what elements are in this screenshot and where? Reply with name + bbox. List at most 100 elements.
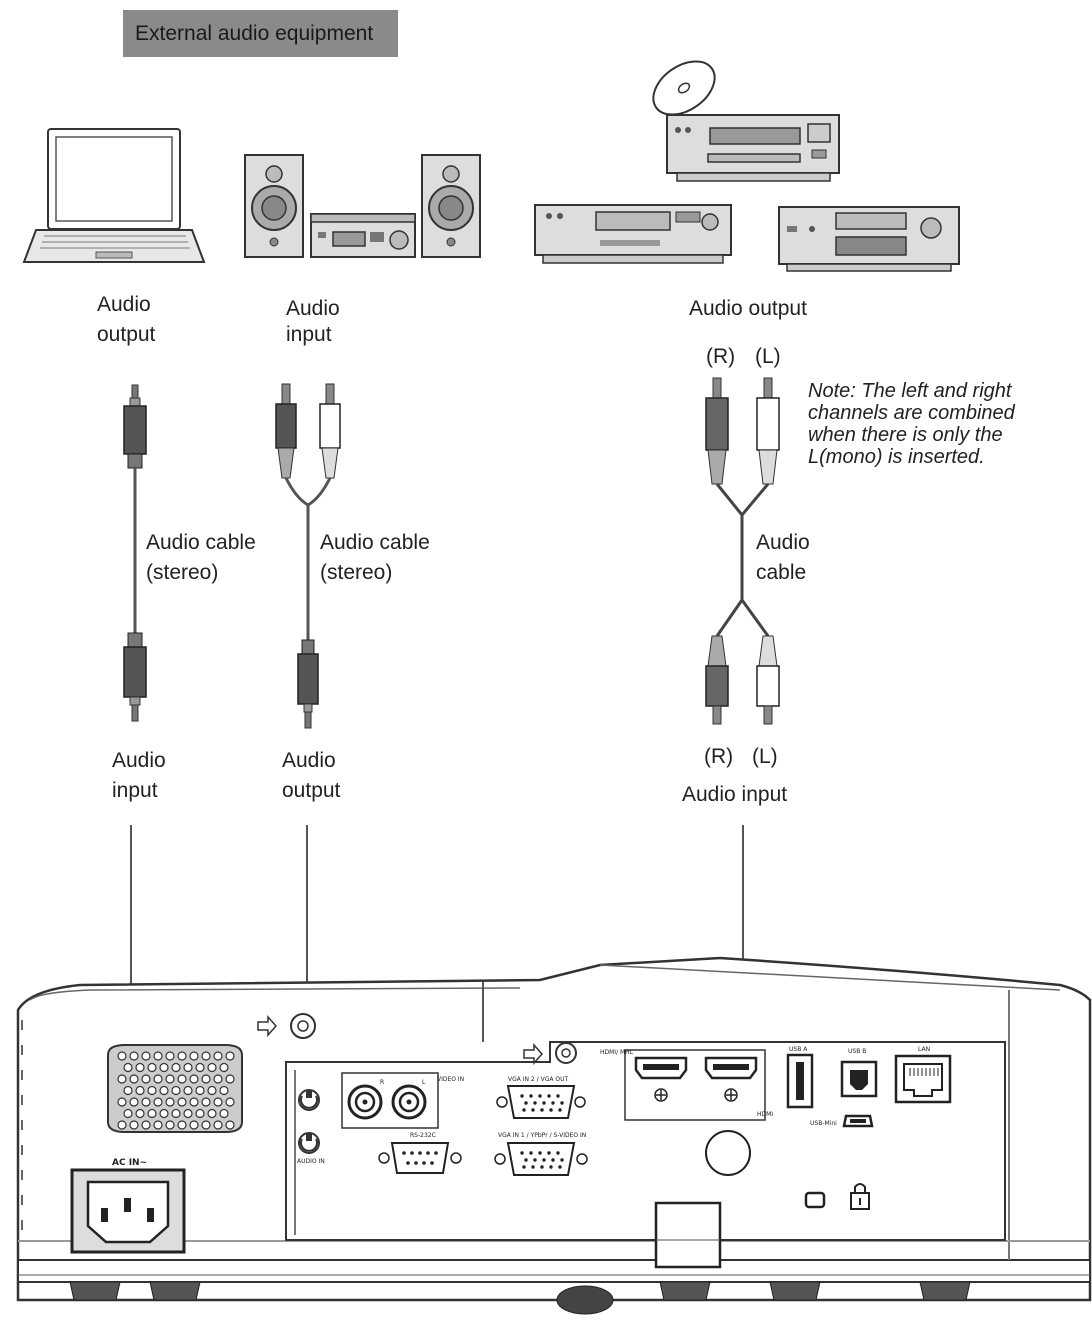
grill-hole (177, 1051, 187, 1061)
usb-b-label: USB B (848, 1048, 866, 1055)
hdmi-mhl-port (634, 1056, 688, 1102)
grill-hole (225, 1051, 235, 1061)
grill-hole (153, 1051, 163, 1061)
rca-l-label: L (422, 1079, 426, 1086)
cable-left-end-label-2: input (112, 779, 158, 802)
rca-jack-l (391, 1084, 427, 1120)
grill-hole (123, 1108, 133, 1119)
grill-hole (171, 1108, 181, 1119)
grill-hole (135, 1062, 145, 1073)
grill-hole (123, 1062, 133, 1073)
rca-r-label: R (380, 1079, 384, 1086)
grill-hole (207, 1085, 217, 1096)
stereo-port-label-1: Audio (286, 297, 340, 320)
stereo-mini-cable-left (123, 384, 147, 722)
grill-hole (189, 1097, 199, 1107)
grill-hole (189, 1074, 199, 1084)
vga-in2-out-port (496, 1085, 586, 1119)
grill-hole (195, 1085, 205, 1096)
bottom-r-label: (R) (704, 745, 734, 768)
grill-hole (147, 1062, 157, 1073)
header-title: External audio equipment (123, 10, 398, 57)
usb-a-label: USB A (789, 1046, 808, 1053)
cd-disc-icon (652, 60, 716, 116)
grill-hole (129, 1074, 139, 1084)
grill-hole (165, 1051, 175, 1061)
cable-right-name-1: Audio (756, 531, 810, 554)
grill-hole (129, 1120, 139, 1130)
grill-hole (153, 1074, 163, 1084)
grill-hole (129, 1097, 139, 1107)
grill-hole (117, 1074, 127, 1084)
foot-block (654, 1201, 722, 1269)
usb-mini-label: USB-Mini (810, 1120, 837, 1127)
cable-middle-end-label-2: output (282, 779, 341, 802)
grill-hole (135, 1085, 145, 1096)
grill-hole (201, 1051, 211, 1061)
audio-out-jack (298, 1089, 320, 1111)
hdmi-mhl-label: HDMI/ MHL (600, 1049, 634, 1056)
grill-hole (117, 1097, 127, 1107)
usb-a-port (786, 1053, 814, 1109)
grill-hole (159, 1108, 169, 1119)
grill-hole (153, 1120, 163, 1130)
grill-hole (183, 1108, 193, 1119)
cable-left-name-2: (stereo) (146, 561, 219, 584)
ac-in-label: AC IN~ (112, 1158, 147, 1168)
rca-cable-right (705, 377, 780, 725)
grill-hole (219, 1062, 229, 1073)
grill-hole (225, 1120, 235, 1130)
grill-hole (141, 1097, 151, 1107)
grill-hole (147, 1085, 157, 1096)
grill-hole (189, 1051, 199, 1061)
note-line-2: channels are combined (808, 402, 1015, 424)
vga-in1-label: VGA IN 1 / YPbPr / S-VIDEO IN (498, 1132, 586, 1139)
stereo-port-label-2: input (286, 323, 332, 346)
grill-hole (129, 1051, 139, 1061)
grill-hole (141, 1051, 151, 1061)
rca-to-mini-cable-middle (275, 383, 341, 729)
grill-hole (165, 1097, 175, 1107)
rs232c-port (378, 1142, 462, 1174)
power-indicator (523, 1042, 577, 1065)
av-port-label: Audio output (689, 297, 807, 320)
hdmi-port (704, 1056, 758, 1102)
lan-port (894, 1054, 952, 1104)
grill-hole (201, 1097, 211, 1107)
ir-sensor (705, 1130, 751, 1176)
kensington-lock-icon (850, 1183, 870, 1210)
grill-hole (171, 1085, 181, 1096)
hdmi-label: HDMI (757, 1111, 773, 1118)
rca-jack-r (347, 1084, 383, 1120)
lan-label: LAN (918, 1046, 930, 1053)
bottom-l-label: (L) (752, 745, 778, 768)
vga-in2-out-label: VGA IN 2 / VGA OUT (508, 1076, 568, 1083)
grill-hole (213, 1120, 223, 1130)
grill-hole (189, 1120, 199, 1130)
laptop-port-label-2: output (97, 323, 156, 346)
grill-hole (195, 1108, 205, 1119)
grill-hole (177, 1097, 187, 1107)
note-line-4: L(mono) is inserted. (808, 446, 985, 468)
grill-hole (117, 1051, 127, 1061)
top-r-label: (R) (706, 345, 736, 368)
grill-hole (165, 1120, 175, 1130)
top-l-label: (L) (755, 345, 781, 368)
cable-right-end-label: Audio input (682, 783, 788, 806)
usb-b-port (840, 1060, 878, 1098)
grill-hole (159, 1085, 169, 1096)
grill-hole (183, 1062, 193, 1073)
grill-hole (165, 1074, 175, 1084)
grill-hole (219, 1108, 229, 1119)
audio-in-jack (298, 1132, 320, 1154)
grill-hole (201, 1120, 211, 1130)
grill-hole (141, 1074, 151, 1084)
usb-mini-port (842, 1114, 874, 1128)
grill-hole (153, 1097, 163, 1107)
note-line-1: Note: The left and right (808, 380, 1012, 402)
grill-hole (225, 1097, 235, 1107)
dvd-player-icon (778, 206, 960, 272)
vcr-icon (534, 204, 732, 264)
vga-in1-port (494, 1142, 588, 1176)
